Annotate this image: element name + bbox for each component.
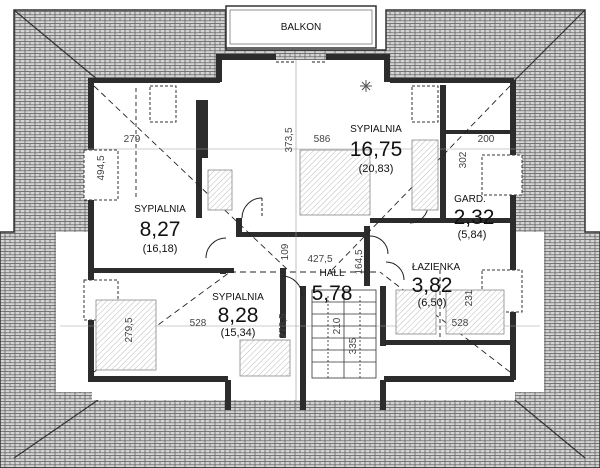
room-area: 3,82	[412, 274, 453, 297]
room-name: SYPIALNIA	[134, 204, 186, 215]
room-name: HALL	[319, 268, 344, 279]
room-area: 16,75	[350, 138, 403, 161]
room-labels: SYPIALNIA 16,75 (20,83) SYPIALNIA 8,27 (…	[134, 124, 494, 339]
dim-586: 586	[314, 134, 331, 145]
room-bedroom-2: SYPIALNIA 8,27 (16,18)	[134, 204, 186, 255]
dim-279: 279	[124, 134, 141, 145]
room-area-total: (20,83)	[359, 163, 394, 175]
room-bedroom-1: SYPIALNIA 16,75 (20,83)	[350, 124, 403, 175]
dim-528b: 528	[452, 318, 469, 329]
room-wardrobe: GARD. 2,32 (5,84)	[454, 194, 495, 241]
dim-3735: 373,5	[284, 127, 295, 152]
room-name: SYPIALNIA	[350, 124, 402, 135]
stairs	[311, 289, 377, 379]
balcony: BALKON	[225, 5, 377, 49]
plant-icon	[360, 80, 372, 92]
doors	[205, 61, 429, 297]
dim-335: 335	[348, 337, 359, 354]
room-name: GARD.	[454, 194, 486, 205]
dim-210: 210	[332, 317, 343, 334]
dim-4275: 427,5	[307, 254, 332, 265]
room-name: ŁAZIENKA	[412, 262, 461, 273]
room-area: 2,32	[454, 206, 495, 229]
room-area: 8,28	[218, 304, 259, 327]
balcony-label: BALKON	[281, 22, 322, 33]
dim-109: 109	[280, 243, 291, 260]
dim-4945: 494,5	[96, 155, 107, 180]
room-area: 8,27	[140, 218, 181, 241]
dim-231: 231	[464, 289, 475, 306]
dim-200: 200	[478, 134, 495, 145]
dim-2785: 278,5	[278, 313, 289, 338]
room-name: SYPIALNIA	[212, 292, 264, 303]
room-bathroom: ŁAZIENKA 3,82 (6,50)	[412, 262, 461, 309]
dim-1645: 164,5	[354, 249, 365, 274]
dim-528a: 528	[190, 318, 207, 329]
dim-2795: 279,5	[124, 317, 135, 342]
walls	[88, 54, 516, 410]
room-hall: HALL 5,78	[312, 268, 353, 305]
room-area: 5,78	[312, 282, 353, 305]
furniture	[95, 139, 505, 377]
roof-slope-lines	[93, 85, 511, 373]
dim-302: 302	[458, 151, 469, 168]
room-area-total: (5,84)	[458, 229, 487, 241]
room-area-total: (16,18)	[143, 243, 178, 255]
room-area-total: (6,50)	[418, 297, 447, 309]
room-area-total: (15,34)	[221, 327, 256, 339]
dimensions: 586 373,5 279 494,5 200 302 109 427,5 16…	[96, 127, 495, 354]
room-bedroom-3: SYPIALNIA 8,28 (15,34)	[212, 292, 264, 339]
